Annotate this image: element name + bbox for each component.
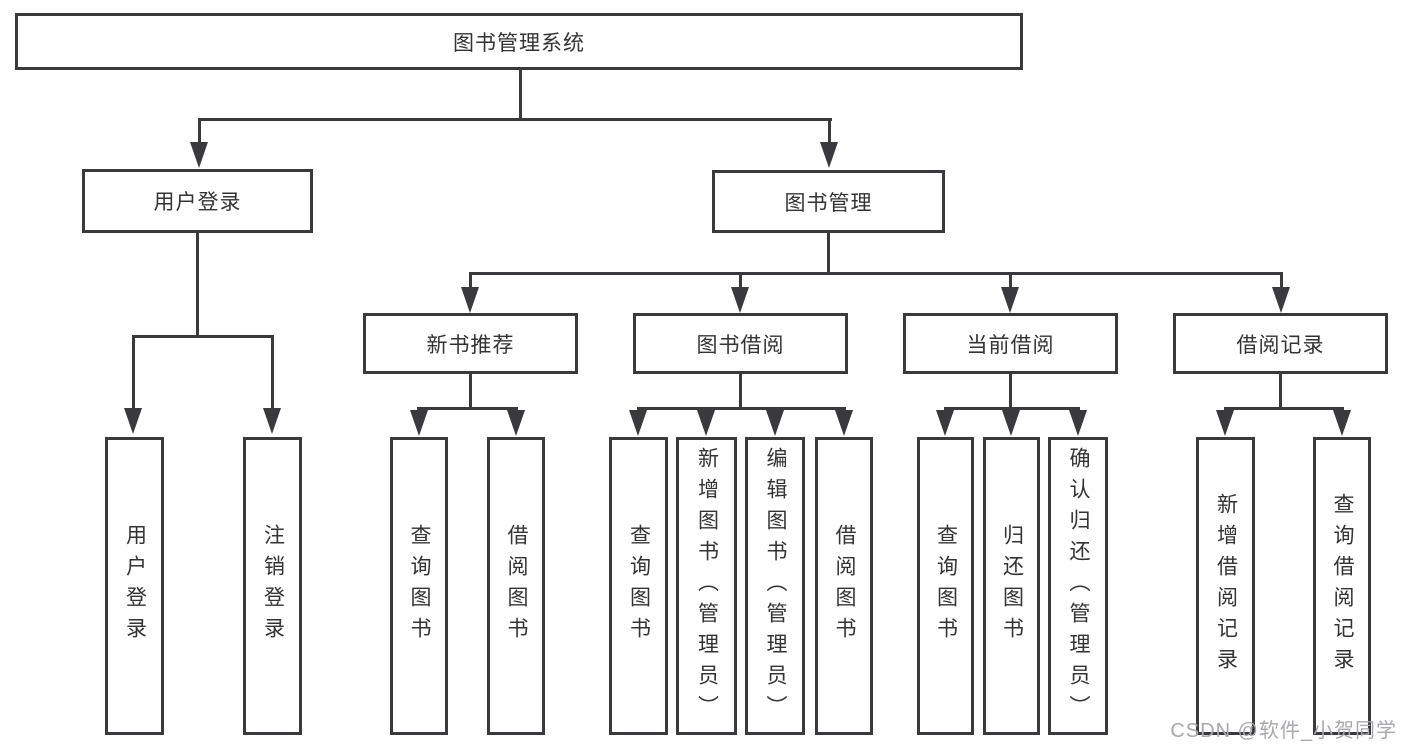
node-label: 借阅记录 xyxy=(1236,333,1325,357)
node-label: 借阅图书 xyxy=(833,524,856,648)
node-label: 新书推荐 xyxy=(426,333,515,357)
arrow-down-icon xyxy=(731,287,749,313)
node-label: 查询借阅记录 xyxy=(1331,493,1354,679)
connector-line xyxy=(739,275,742,289)
node-label: 图书管理系统 xyxy=(453,31,585,55)
arrow-down-icon xyxy=(1069,410,1087,436)
arrow-down-icon xyxy=(124,408,142,434)
node-label: 图书借阅 xyxy=(696,333,785,357)
node-book-borrow: 图书借阅 xyxy=(633,313,848,374)
connector-line xyxy=(271,338,274,408)
arrow-down-icon xyxy=(461,287,479,313)
connector-line xyxy=(198,118,832,121)
node-query-books: 查询图书 xyxy=(609,437,668,735)
node-label: 查询图书 xyxy=(934,524,958,648)
connector-line xyxy=(1280,275,1283,289)
node-label: 图书管理 xyxy=(784,191,873,215)
watermark: CSDN @软件_小贺同学 xyxy=(1170,720,1397,742)
node-book-management: 图书管理 xyxy=(712,170,945,233)
arrow-down-icon xyxy=(766,410,784,436)
node-label: 查询图书 xyxy=(627,524,651,648)
connector-line xyxy=(1224,407,1344,410)
node-current-borrow: 当前借阅 xyxy=(903,313,1118,374)
connector-line xyxy=(637,407,846,410)
connector-line xyxy=(198,121,201,145)
node-borrow-books: 借阅图书 xyxy=(815,437,873,735)
node-add-books-admin: 新增图书（管理员） xyxy=(676,437,737,735)
connector-line xyxy=(469,272,1283,275)
arrow-down-icon xyxy=(190,142,208,168)
arrow-down-icon xyxy=(410,410,428,436)
node-query-books: 查询图书 xyxy=(390,437,448,735)
connector-line xyxy=(739,374,742,407)
connector-line xyxy=(519,70,522,118)
connector-line xyxy=(1009,275,1012,289)
node-label: 确认归还（管理员） xyxy=(1067,446,1090,726)
connector-line xyxy=(196,233,199,335)
node-label: 借阅图书 xyxy=(505,524,528,648)
node-borrow-records: 借阅记录 xyxy=(1173,313,1388,374)
arrow-down-icon xyxy=(507,410,525,436)
arrow-down-icon xyxy=(835,410,853,436)
connector-line xyxy=(1009,374,1012,407)
node-label: 查询图书 xyxy=(408,524,431,648)
node-edit-books-admin: 编辑图书（管理员） xyxy=(745,437,805,735)
node-return-books: 归还图书 xyxy=(983,437,1040,735)
node-borrow-books: 借阅图书 xyxy=(487,437,545,735)
node-new-book-recommend: 新书推荐 xyxy=(363,313,578,374)
arrow-down-icon xyxy=(1272,287,1290,313)
node-label: 注销登录 xyxy=(261,524,285,648)
connector-line xyxy=(828,121,831,145)
node-label: 新增图书（管理员） xyxy=(695,446,719,726)
node-label: 新增借阅记录 xyxy=(1214,493,1238,679)
node-user-login: 用户登录 xyxy=(82,169,313,233)
arrow-down-icon xyxy=(1002,410,1020,436)
node-add-borrow-record: 新增借阅记录 xyxy=(1196,437,1255,735)
node-label: 当前借阅 xyxy=(966,333,1055,357)
node-label: 用户登录 xyxy=(153,191,242,214)
arrow-down-icon xyxy=(820,142,838,168)
arrow-down-icon xyxy=(1333,410,1351,436)
connector-line xyxy=(132,338,135,408)
connector-line xyxy=(469,374,472,407)
connector-line xyxy=(469,275,472,289)
arrow-down-icon xyxy=(263,408,281,434)
node-logout: 注销登录 xyxy=(243,437,302,735)
connector-line xyxy=(132,335,274,338)
node-user-login-action: 用户登录 xyxy=(105,437,164,735)
arrow-down-icon xyxy=(1216,410,1234,436)
arrow-down-icon xyxy=(1001,287,1019,313)
node-book-management-system: 图书管理系统 xyxy=(15,13,1023,70)
arrow-down-icon xyxy=(936,410,954,436)
node-query-books: 查询图书 xyxy=(917,437,974,735)
arrow-down-icon xyxy=(629,410,647,436)
connector-line xyxy=(1279,374,1282,407)
node-label: 归还图书 xyxy=(1000,524,1024,648)
node-label: 用户登录 xyxy=(123,524,147,648)
connector-line xyxy=(827,233,830,272)
connector-line xyxy=(417,407,518,410)
arrow-down-icon xyxy=(697,410,715,436)
node-confirm-return-admin: 确认归还（管理员） xyxy=(1048,437,1108,735)
connector-line xyxy=(944,407,1080,410)
node-label: 编辑图书（管理员） xyxy=(764,446,787,726)
node-query-borrow-record: 查询借阅记录 xyxy=(1313,437,1371,735)
